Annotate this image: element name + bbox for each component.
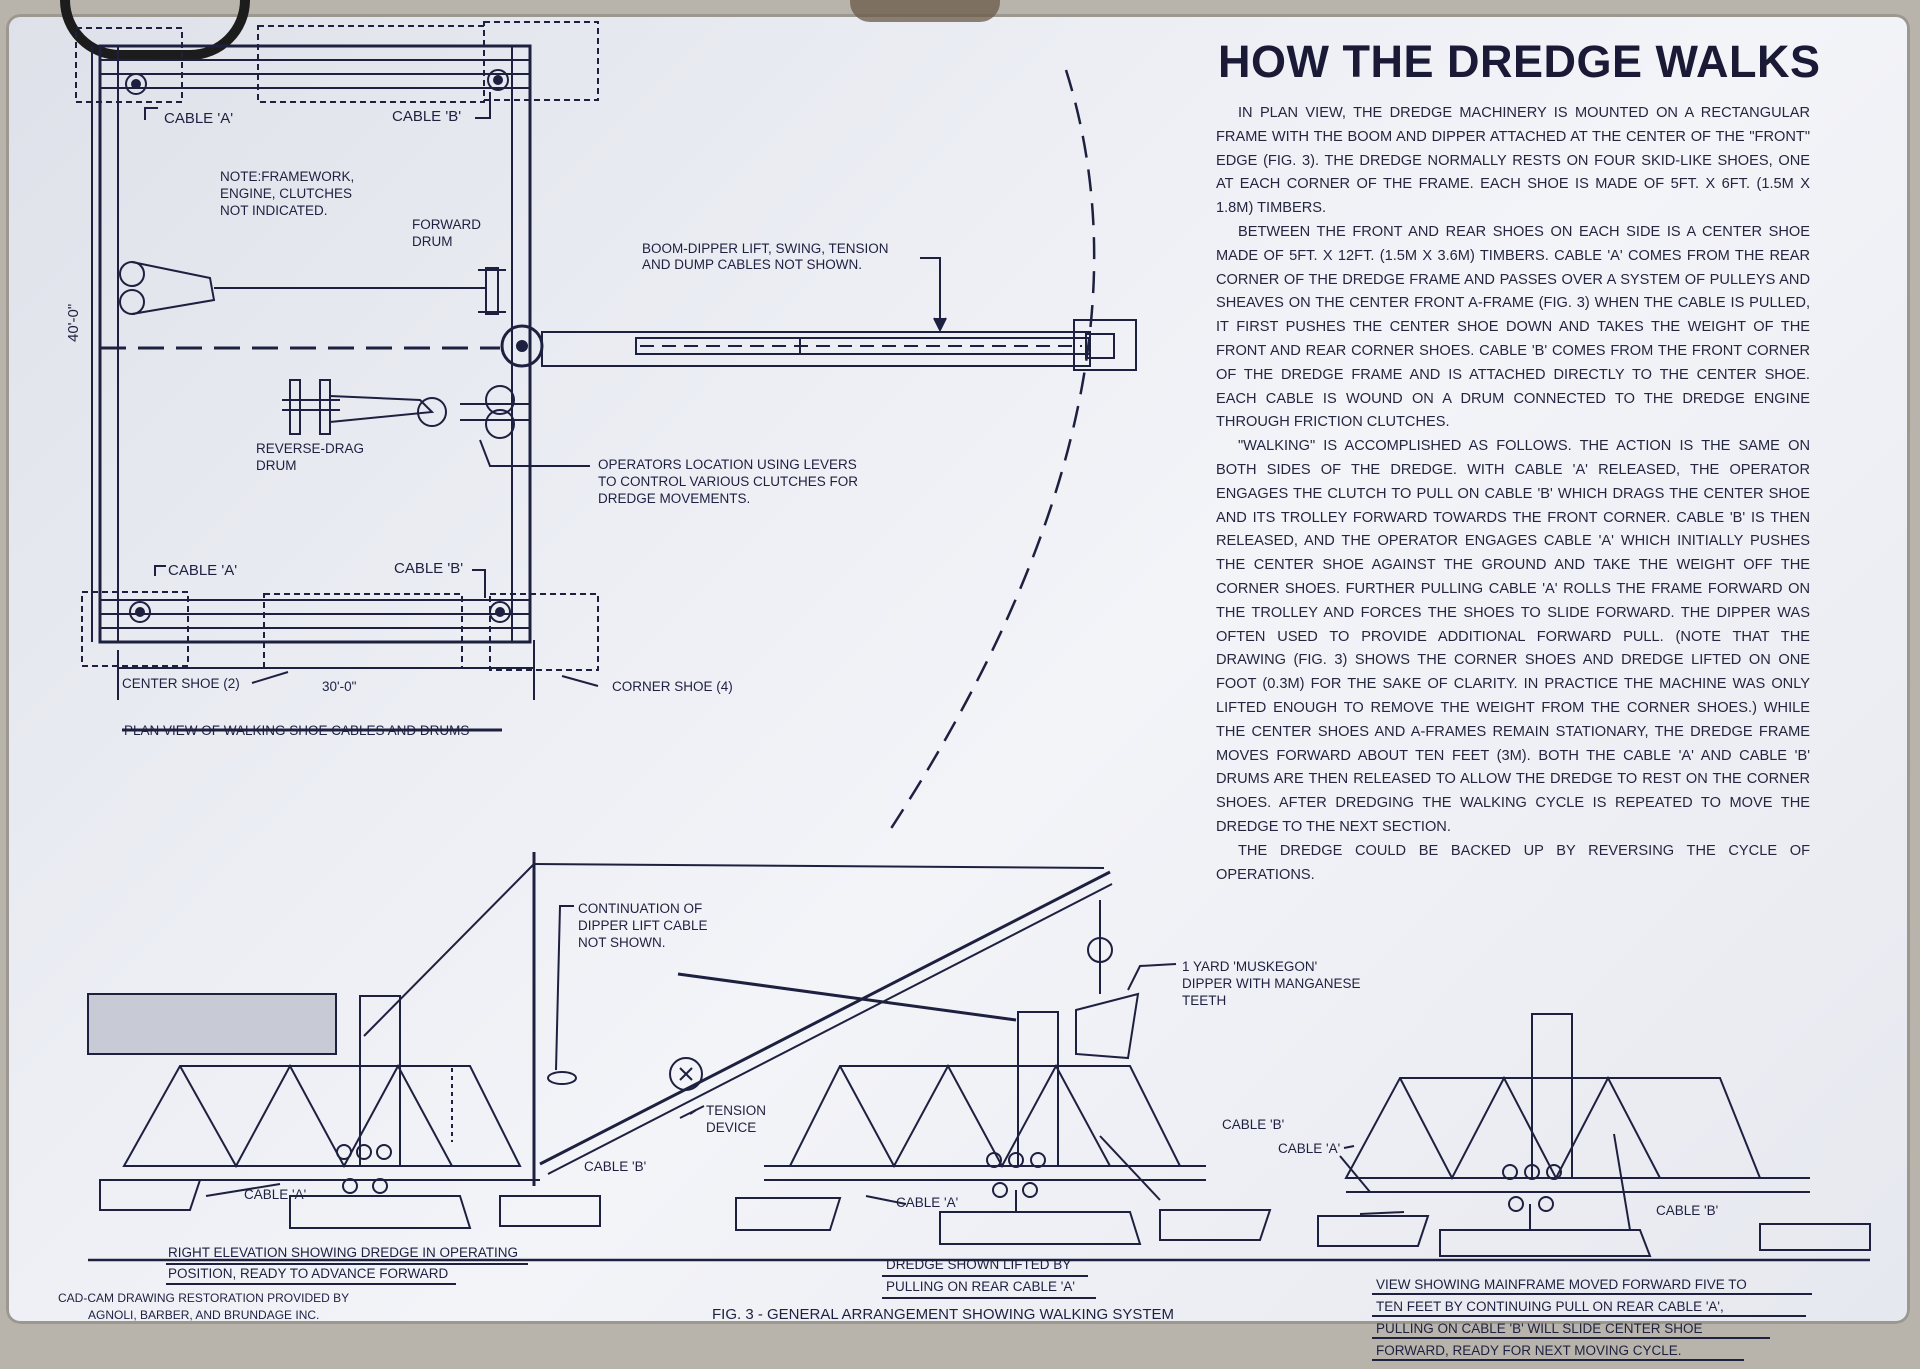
corner-shoe-label: CORNER SHOE (4) bbox=[612, 679, 733, 694]
caption-left-line1: VIEW SHOWING MAINFRAME MOVED FORWARD FIV… bbox=[1376, 1277, 1747, 1292]
framework-note-line2: ENGINE, CLUTCHES bbox=[220, 186, 353, 201]
forward-drum-line2: DRUM bbox=[412, 234, 453, 249]
cable-a-bottom-label: CABLE 'A' bbox=[168, 562, 238, 579]
cable-a-top-label: CABLE 'A' bbox=[164, 110, 234, 127]
elevation-dredge-2 bbox=[735, 1011, 1272, 1245]
caption-right-line2: POSITION, READY TO ADVANCE FORWARD bbox=[168, 1266, 449, 1281]
elevation-dredge-3 bbox=[1317, 1013, 1871, 1257]
center-shoe-label: CENTER SHOE (2) bbox=[122, 676, 240, 691]
dipper-line3: TEETH bbox=[1182, 993, 1227, 1008]
operators-note-line2: TO CONTROL VARIOUS CLUTCHES FOR bbox=[598, 474, 859, 489]
tension-device-line2: DEVICE bbox=[706, 1120, 757, 1135]
elev-cable-a-2: CABLE 'A' bbox=[896, 1195, 959, 1210]
figure-caption: FIG. 3 - GENERAL ARRANGEMENT SHOWING WAL… bbox=[712, 1306, 1175, 1323]
reverse-drum-line1: REVERSE-DRAG bbox=[256, 441, 365, 456]
dipper-line1: 1 YARD 'MUSKEGON' bbox=[1182, 959, 1318, 974]
elevation-dredge-1 bbox=[87, 852, 1140, 1229]
operators-note-line3: DREDGE MOVEMENTS. bbox=[598, 491, 751, 506]
elev-cable-b-1: CABLE 'B' bbox=[584, 1159, 647, 1174]
plan-view-frame bbox=[98, 44, 532, 644]
elev-cable-a-1: CABLE 'A' bbox=[244, 1187, 307, 1202]
caption-right-line1: RIGHT ELEVATION SHOWING DREDGE IN OPERAT… bbox=[168, 1245, 519, 1260]
paragraph-2: BETWEEN THE FRONT AND REAR SHOES ON EACH… bbox=[1216, 223, 1810, 431]
caption-left-line4: FORWARD, READY FOR NEXT MOVING CYCLE. bbox=[1376, 1343, 1682, 1358]
dipper-line2: DIPPER WITH MANGANESE bbox=[1182, 976, 1361, 991]
caption-middle-line2: PULLING ON REAR CABLE 'A' bbox=[886, 1279, 1075, 1294]
boom-note-line1: BOOM-DIPPER LIFT, SWING, TENSION bbox=[642, 241, 889, 256]
caption-left-line3: PULLING ON CABLE 'B' WILL SLIDE CENTER S… bbox=[1376, 1321, 1703, 1336]
plan-view-caption: PLAN VIEW OF WALKING SHOE CABLES AND DRU… bbox=[124, 723, 470, 738]
dim-width-label: 30'-0" bbox=[322, 679, 357, 694]
credit-line1: CAD-CAM DRAWING RESTORATION PROVIDED BY bbox=[58, 1291, 350, 1305]
cable-b-top-label: CABLE 'B' bbox=[392, 108, 462, 125]
framework-note-line3: NOT INDICATED. bbox=[220, 203, 328, 218]
reverse-drum-line2: DRUM bbox=[256, 458, 297, 473]
caption-left-line2: TEN FEET BY CONTINUING PULL ON REAR CABL… bbox=[1376, 1299, 1724, 1314]
paragraph-4: THE DREDGE COULD BE BACKED UP BY REVERSI… bbox=[1216, 842, 1810, 883]
tension-device-line1: TENSION bbox=[706, 1103, 767, 1118]
description-text: IN PLAN VIEW, THE DREDGE MACHINERY IS MO… bbox=[1216, 102, 1810, 887]
caption-middle-line1: DREDGE SHOWN LIFTED BY bbox=[886, 1257, 1072, 1272]
credit-line2: AGNOLI, BARBER, AND BRUNDAGE INC. bbox=[88, 1308, 320, 1322]
continuation-line3: NOT SHOWN. bbox=[578, 935, 666, 950]
page-title: HOW THE DREDGE WALKS bbox=[1218, 36, 1821, 87]
cable-b-bottom-label: CABLE 'B' bbox=[394, 560, 464, 577]
continuation-line2: DIPPER LIFT CABLE bbox=[578, 918, 708, 933]
dim-height-label: 40'-0" bbox=[65, 304, 82, 342]
paragraph-1: IN PLAN VIEW, THE DREDGE MACHINERY IS MO… bbox=[1216, 105, 1810, 217]
elev-cable-b-3: CABLE 'B' bbox=[1656, 1203, 1719, 1218]
elev-cable-b-2: CABLE 'B' bbox=[1222, 1117, 1285, 1132]
forward-drum-line1: FORWARD bbox=[412, 217, 481, 232]
mounting-bracket bbox=[850, 0, 1000, 22]
operators-note-line1: OPERATORS LOCATION USING LEVERS bbox=[598, 457, 857, 472]
elev-cable-a-3: CABLE 'A' bbox=[1278, 1141, 1341, 1156]
framework-note-line1: NOTE:FRAMEWORK, bbox=[220, 169, 355, 184]
boom-note-line2: AND DUMP CABLES NOT SHOWN. bbox=[642, 257, 863, 272]
paragraph-3: "WALKING" IS ACCOMPLISHED AS FOLLOWS. TH… bbox=[1216, 438, 1810, 835]
continuation-line1: CONTINUATION OF bbox=[578, 901, 703, 916]
